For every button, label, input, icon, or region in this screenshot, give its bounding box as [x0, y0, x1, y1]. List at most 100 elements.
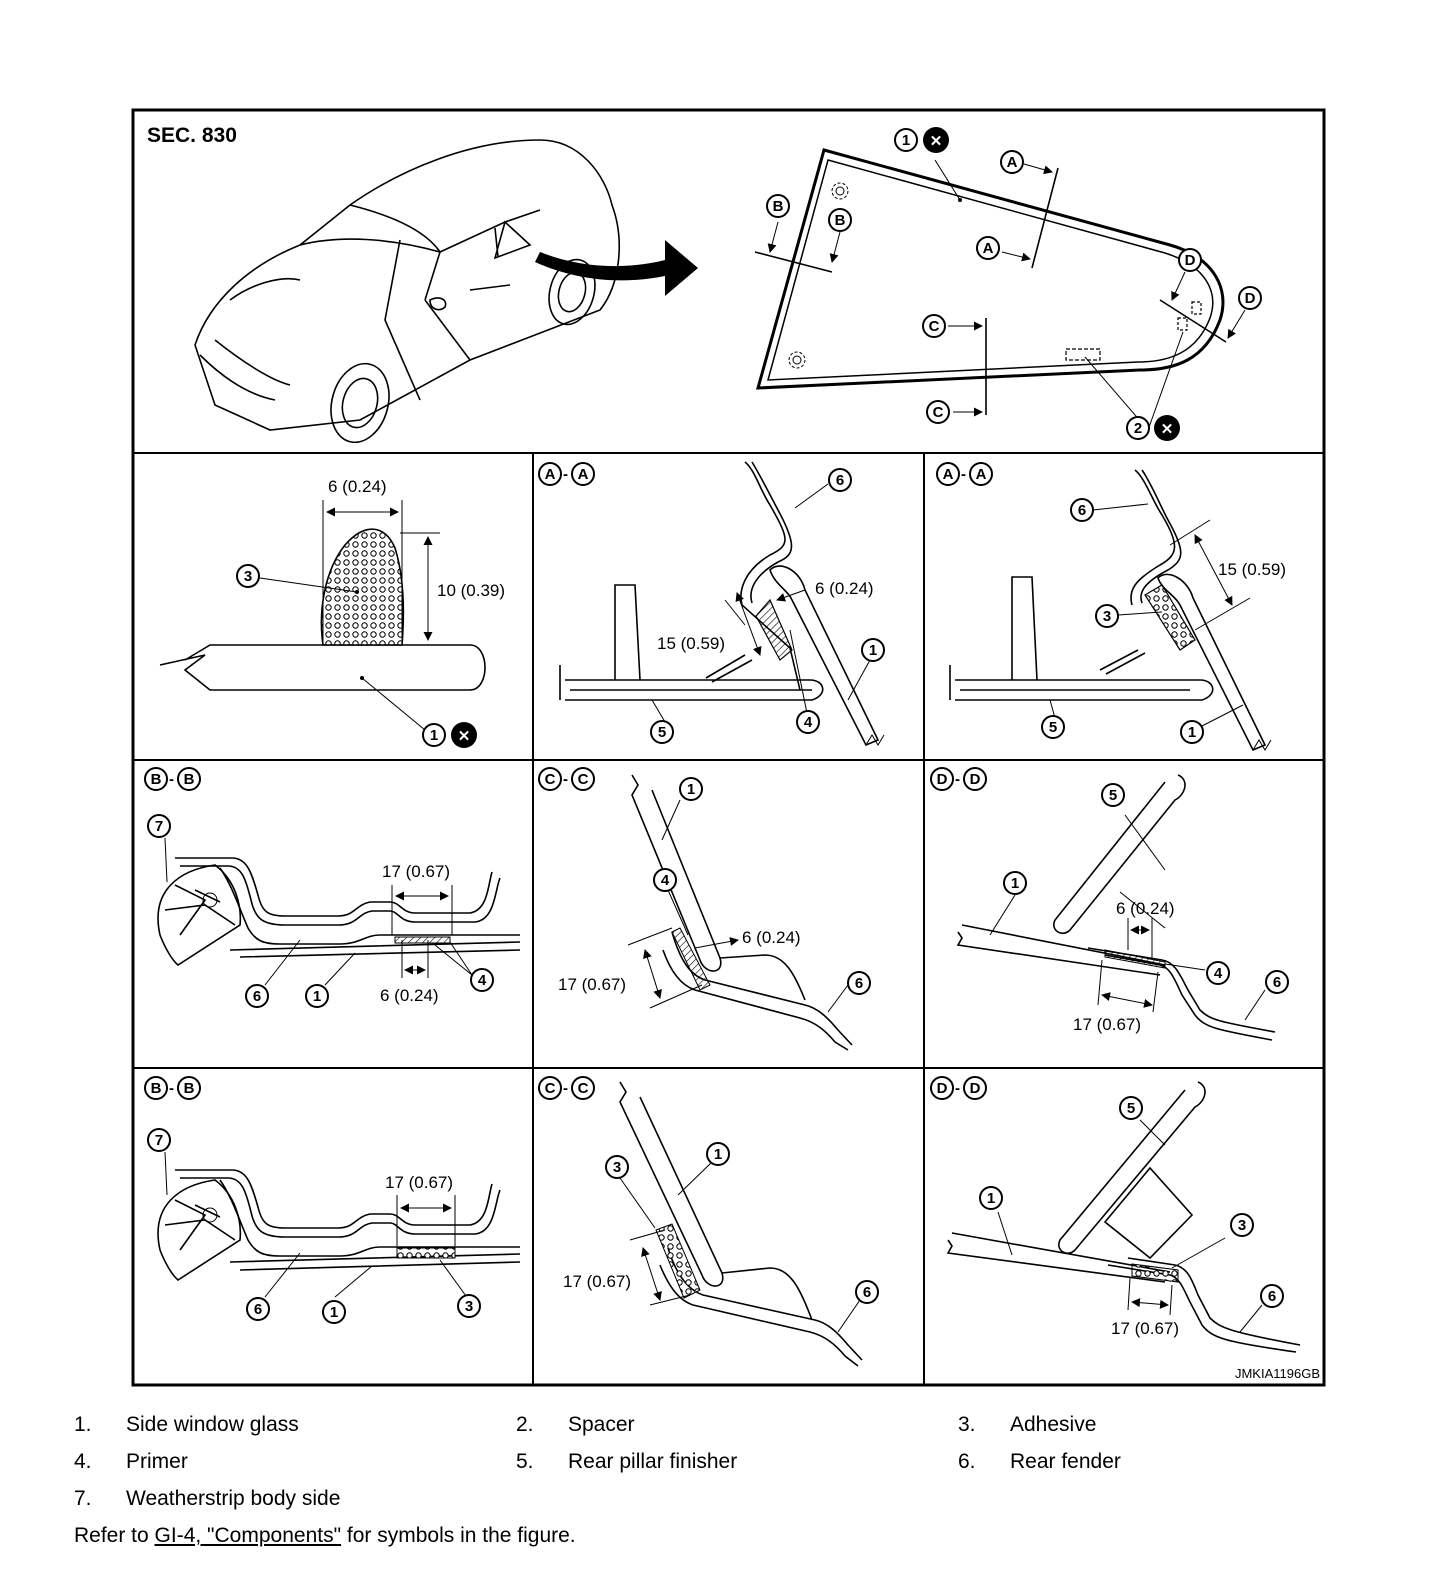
row4-col3-callouts: D - D 5 1 3 6 [930, 1076, 1284, 1308]
callout-3: 3 [465, 1298, 473, 1315]
dimension-label: 17 (0.67) [1111, 1319, 1179, 1338]
top-callouts: 1 ✕ A A B B C C D D 2 ✕ [766, 127, 1262, 441]
callout-1: 1 [902, 132, 910, 149]
svg-text:D: D [937, 771, 948, 788]
dimension-label: 6 (0.24) [742, 928, 801, 947]
svg-text:-: - [563, 1080, 568, 1097]
legend-item: 6.Rear fender [958, 1450, 1121, 1473]
callout-6: 6 [836, 472, 844, 489]
callout-4: 4 [1214, 965, 1223, 982]
svg-text:A: A [943, 466, 954, 483]
section-letter-c: C [929, 318, 940, 335]
section-letter-c: C [933, 404, 944, 421]
svg-text:D: D [970, 1080, 981, 1097]
svg-text:-: - [955, 771, 960, 788]
adhesive-bead-detail: 6 (0.24) 10 (0.39) [159, 477, 505, 731]
callout-1: 1 [330, 1304, 338, 1321]
svg-text:B: B [184, 1080, 195, 1097]
callout-3: 3 [1103, 608, 1111, 625]
parts-legend: 1.Side window glass 2.Spacer 3.Adhesive … [74, 1413, 1394, 1524]
legend-item: 7.Weatherstrip body side [74, 1487, 341, 1510]
section-letter-b: B [773, 198, 784, 215]
callout-1: 1 [313, 988, 321, 1005]
svg-text:D: D [937, 1080, 948, 1097]
svg-text:-: - [955, 1080, 960, 1097]
section-bb-primer: 17 (0.67) 6 (0.24) [157, 837, 521, 1005]
row2-col2-callouts: A - A 6 1 5 4 [538, 462, 885, 744]
dimension-label: 6 (0.24) [328, 477, 387, 496]
callout-1: 1 [987, 1190, 995, 1207]
svg-text:✕: ✕ [1161, 421, 1174, 438]
callout-1: 1 [430, 727, 438, 744]
callout-3: 3 [244, 568, 252, 585]
legend-item: 1.Side window glass [74, 1413, 299, 1436]
row3-col2-callouts: C - C 1 4 6 [538, 767, 871, 995]
svg-text:C: C [545, 771, 556, 788]
callout-3: 3 [613, 1159, 621, 1176]
row4-col2-callouts: C - C 1 3 6 [538, 1076, 879, 1304]
dimension-label: 6 (0.24) [815, 579, 874, 598]
callout-6: 6 [863, 1284, 871, 1301]
callout-1: 1 [687, 781, 695, 798]
section-letter-a: A [1007, 154, 1018, 171]
svg-text:A: A [545, 466, 556, 483]
svg-text:-: - [563, 771, 568, 788]
legend-item: 4.Primer [74, 1450, 188, 1473]
callout-7: 7 [155, 1132, 163, 1149]
svg-text:✕: ✕ [930, 133, 943, 150]
dimension-label: 15 (0.59) [1218, 560, 1286, 579]
section-letter-b: B [835, 212, 846, 229]
callout-4: 4 [804, 714, 813, 731]
section-letter-d: D [1245, 290, 1256, 307]
callout-3: 3 [1238, 1217, 1246, 1234]
dimension-label: 15 (0.59) [657, 634, 725, 653]
reference-note: Refer to GI-4, "Components" for symbols … [74, 1524, 576, 1548]
components-link[interactable]: GI-4, "Components" [154, 1524, 342, 1547]
section-bb-adhesive: 17 (0.67) [157, 1151, 521, 1298]
row2-col1-callouts: 3 1 ✕ [236, 564, 477, 748]
section-dd-primer: 6 (0.24) 17 (0.67) [956, 774, 1276, 1041]
callout-5: 5 [1049, 719, 1057, 736]
section-cc-adhesive: 17 (0.67) [563, 1081, 863, 1367]
svg-text:A: A [578, 466, 589, 483]
callout-6: 6 [1078, 502, 1086, 519]
row3-col3-callouts: D - D 5 1 4 6 [930, 767, 1289, 994]
callout-6: 6 [254, 1301, 262, 1318]
svg-text:-: - [961, 466, 966, 483]
legend-row: 7.Weatherstrip body side [74, 1487, 1394, 1524]
section-dd-adhesive: 17 (0.67) [946, 1081, 1301, 1353]
callout-5: 5 [1127, 1100, 1135, 1117]
callout-6: 6 [253, 988, 261, 1005]
spacer-marker [1065, 348, 1101, 361]
callout-6: 6 [855, 975, 863, 992]
callout-4: 4 [661, 872, 670, 889]
figure-frame [131, 108, 1326, 1387]
legend-item: 2.Spacer [516, 1413, 635, 1436]
svg-text:D: D [970, 771, 981, 788]
legend-item: 5.Rear pillar finisher [516, 1450, 738, 1473]
svg-text:B: B [151, 771, 162, 788]
dimension-label: 17 (0.67) [385, 1173, 453, 1192]
figure-code: JMKIA1196GB [1235, 1366, 1320, 1381]
callout-5: 5 [1109, 787, 1117, 804]
svg-text:C: C [578, 1080, 589, 1097]
section-cc-primer: 6 (0.24) 17 (0.67) [558, 774, 853, 1051]
legend-row: 1.Side window glass 2.Spacer 3.Adhesive [74, 1413, 1394, 1450]
window-glass-installation-diagram: SEC. 830 [131, 108, 1326, 1387]
callout-1: 1 [1011, 875, 1019, 892]
row4-col1-callouts: B - B 7 6 1 3 [144, 1076, 481, 1324]
callout-1: 1 [869, 642, 877, 659]
callout-5: 5 [658, 724, 666, 741]
side-window-glass-outline [754, 148, 1246, 431]
dimension-label: 6 (0.24) [380, 986, 439, 1005]
svg-text:C: C [578, 771, 589, 788]
svg-text:A: A [976, 466, 987, 483]
note-text: Refer to [74, 1524, 155, 1547]
dimension-label: 17 (0.67) [382, 862, 450, 881]
dimension-label: 17 (0.67) [558, 975, 626, 994]
legend-item: 3.Adhesive [958, 1413, 1097, 1436]
callout-2: 2 [1134, 420, 1142, 437]
svg-text:C: C [545, 1080, 556, 1097]
section-aa-adhesive: 15 (0.59) [949, 469, 1286, 752]
callout-4: 4 [478, 972, 487, 989]
